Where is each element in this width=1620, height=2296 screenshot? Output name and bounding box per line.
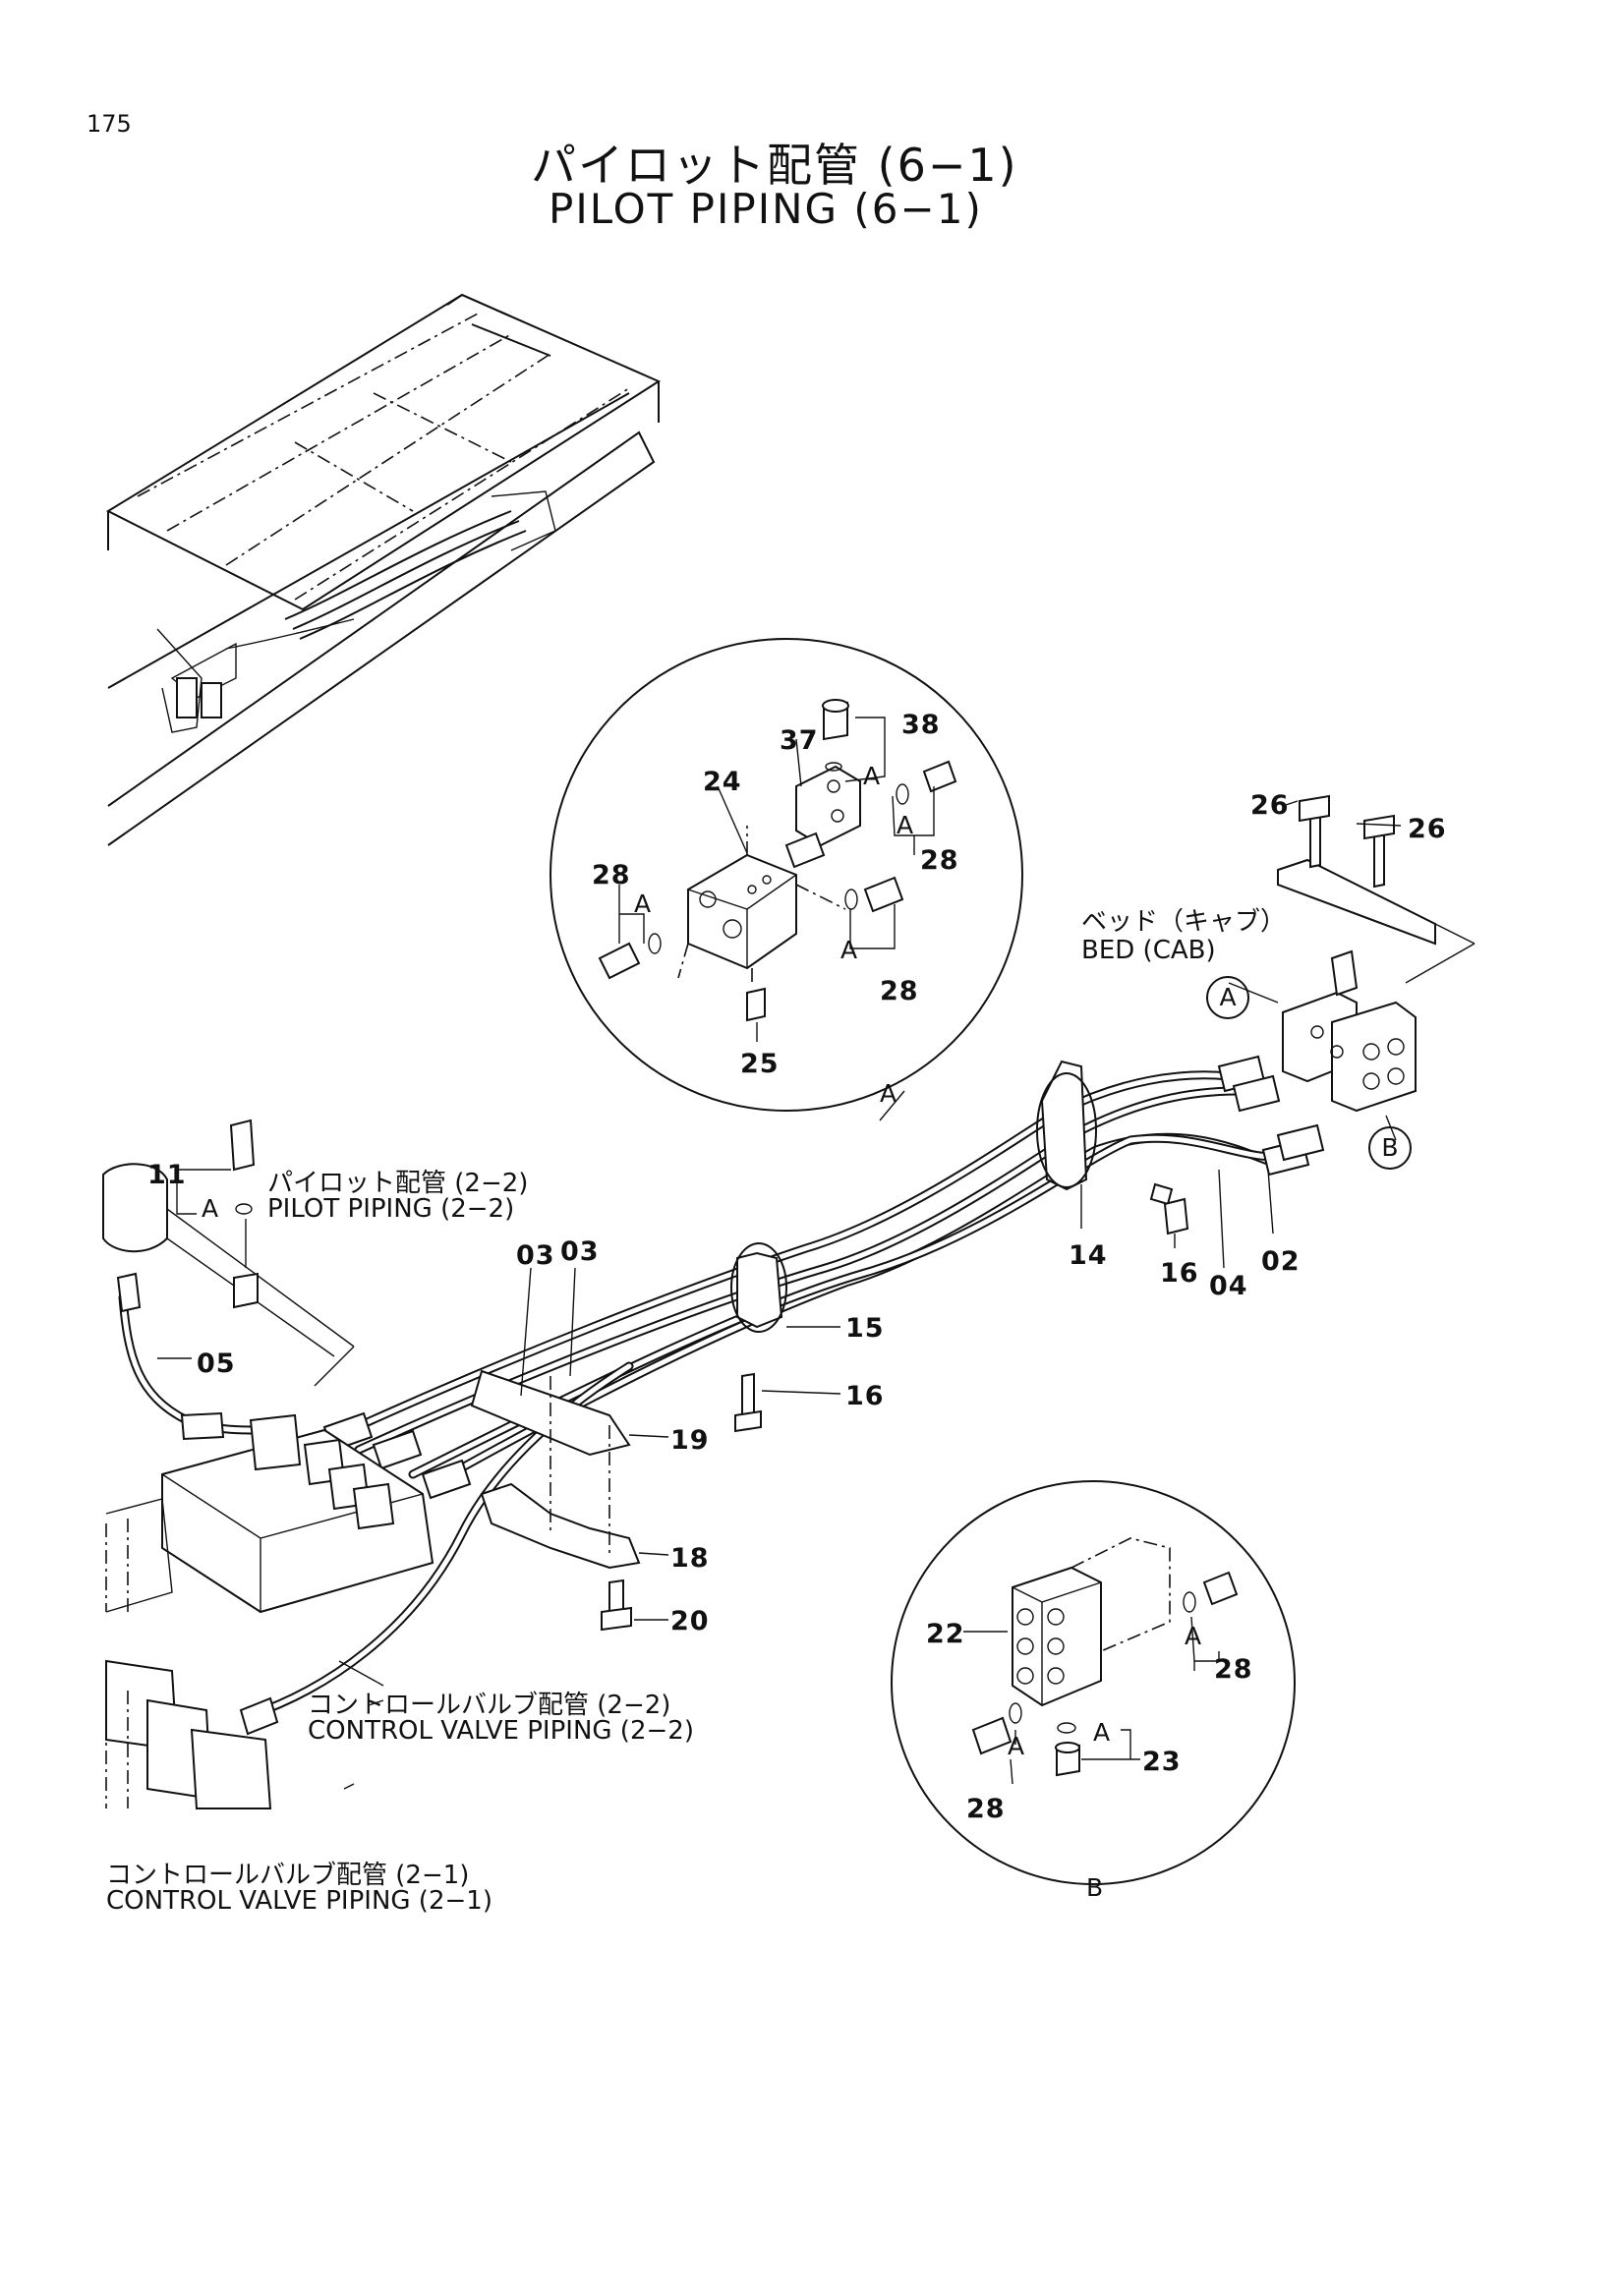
bed-cab-ref-jp: ベッド（キャブ） xyxy=(1081,907,1287,937)
callout-circle-a: A xyxy=(1206,976,1249,1019)
detail-b-drawing xyxy=(891,1480,1296,1885)
control-valve-22-ref-en: CONTROL VALVE PIPING (2−2) xyxy=(308,1716,694,1746)
control-valve-21-ref-en: CONTROL VALVE PIPING (2−1) xyxy=(106,1886,492,1916)
sub-a-label-right-28: A xyxy=(897,811,914,839)
control-valve-22-ref-jp: コントロールバルブ配管 (2−2) xyxy=(308,1691,671,1720)
part-number-16-upper: 16 xyxy=(1160,1258,1199,1289)
control-valve-21-ref-jp: コントロールバルブ配管 (2−1) xyxy=(106,1861,470,1890)
callout-circle-b: B xyxy=(1368,1126,1412,1170)
sub-a-label-38: A xyxy=(863,762,881,790)
part-number-28-detail-b-right: 28 xyxy=(1214,1654,1253,1685)
page-title-japanese: パイロット配管 (6−1) xyxy=(531,139,1018,192)
sub-a-label-b-left: A xyxy=(1008,1732,1025,1760)
sub-a-label-b-23: A xyxy=(1093,1718,1111,1747)
bed-cab-ref-en: BED (CAB) xyxy=(1081,936,1216,965)
sub-a-label-pilot: A xyxy=(202,1194,219,1223)
part-number-24: 24 xyxy=(703,767,742,797)
part-number-23: 23 xyxy=(1142,1747,1182,1777)
detail-a-label: A xyxy=(880,1079,897,1108)
detail-a-drawing xyxy=(550,638,1023,1121)
part-number-28-lower: 28 xyxy=(880,976,919,1006)
main-assembly-drawing xyxy=(102,794,1475,1809)
part-number-28-left: 28 xyxy=(592,860,631,890)
part-number-26-right: 26 xyxy=(1408,814,1447,844)
part-number-26-left: 26 xyxy=(1250,790,1290,821)
part-number-25: 25 xyxy=(740,1049,780,1079)
pilot-piping-ref-jp: パイロット配管 (2−2) xyxy=(267,1169,529,1198)
part-number-03-right: 03 xyxy=(560,1236,600,1267)
part-number-28-detail-b-left: 28 xyxy=(966,1794,1006,1824)
pilot-piping-ref-en: PILOT PIPING (2−2) xyxy=(267,1194,515,1224)
part-number-03-left: 03 xyxy=(516,1240,555,1271)
page-title-english: PILOT PIPING (6−1) xyxy=(549,185,983,233)
page-number: 175 xyxy=(87,110,132,138)
sub-a-label-lower-28: A xyxy=(840,936,858,964)
part-number-38: 38 xyxy=(901,710,941,740)
part-number-15: 15 xyxy=(845,1313,885,1344)
sub-a-label-left-28: A xyxy=(634,890,652,918)
part-number-18: 18 xyxy=(670,1543,710,1574)
part-number-04: 04 xyxy=(1209,1271,1248,1301)
part-number-28-right: 28 xyxy=(920,845,959,876)
part-number-19: 19 xyxy=(670,1425,710,1456)
part-number-16-lower: 16 xyxy=(845,1381,885,1411)
sub-a-label-b-right: A xyxy=(1185,1622,1202,1650)
part-number-14: 14 xyxy=(1069,1240,1108,1271)
detail-b-label: B xyxy=(1086,1873,1104,1902)
part-number-11: 11 xyxy=(147,1160,187,1190)
part-number-37: 37 xyxy=(780,725,819,756)
part-number-22: 22 xyxy=(926,1619,965,1649)
part-number-05: 05 xyxy=(197,1349,236,1379)
cab-frame-drawing xyxy=(105,293,662,846)
part-number-02: 02 xyxy=(1261,1246,1301,1277)
part-number-20: 20 xyxy=(670,1606,710,1636)
